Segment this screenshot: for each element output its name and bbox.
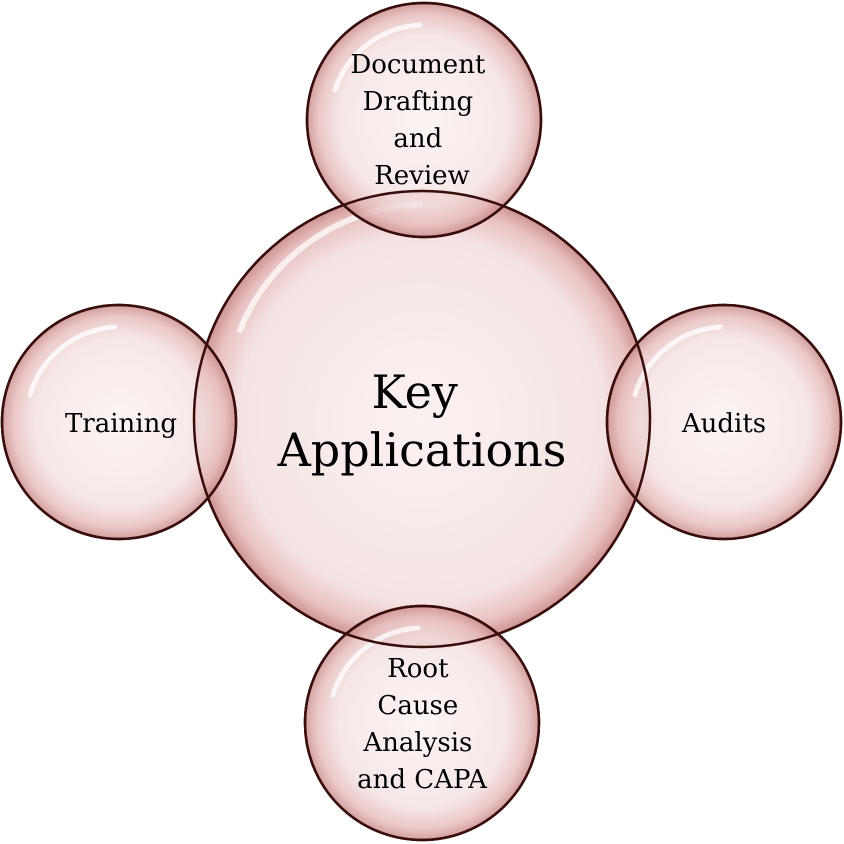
satellite-bottom-line-4: and CAPA xyxy=(357,765,488,795)
satellite-bottom-line-2: Cause xyxy=(377,691,458,721)
center-label-line-2: Applications xyxy=(277,423,567,477)
svg-text:Training: Training xyxy=(65,409,177,439)
satellite-top-line-2: Drafting xyxy=(363,87,474,117)
satellite-left-line-1: Training xyxy=(65,409,177,439)
svg-text:Document Drafting: Document Drafting and Review xyxy=(350,50,493,191)
satellite-top-line-1: Document xyxy=(350,50,486,80)
svg-text:Key Applications: Key Applications xyxy=(277,365,567,477)
satellite-top-bubble: Document Drafting and Review xyxy=(305,1,543,239)
satellite-top-line-4: Review xyxy=(374,161,470,191)
svg-text:Root Cause Analysi: Root Cause Analysis and CAPA xyxy=(357,654,488,795)
satellite-right-bubble: Audits xyxy=(605,303,843,541)
satellite-bottom-line-3: Analysis xyxy=(362,728,472,758)
center-bubble: Key Applications xyxy=(192,189,652,649)
satellite-bottom-line-1: Root xyxy=(387,654,449,684)
center-label-line-1: Key xyxy=(372,365,458,419)
svg-text:Audits: Audits xyxy=(681,409,766,439)
satellite-top-line-3: and xyxy=(393,124,442,154)
satellite-right-line-1: Audits xyxy=(681,409,766,439)
